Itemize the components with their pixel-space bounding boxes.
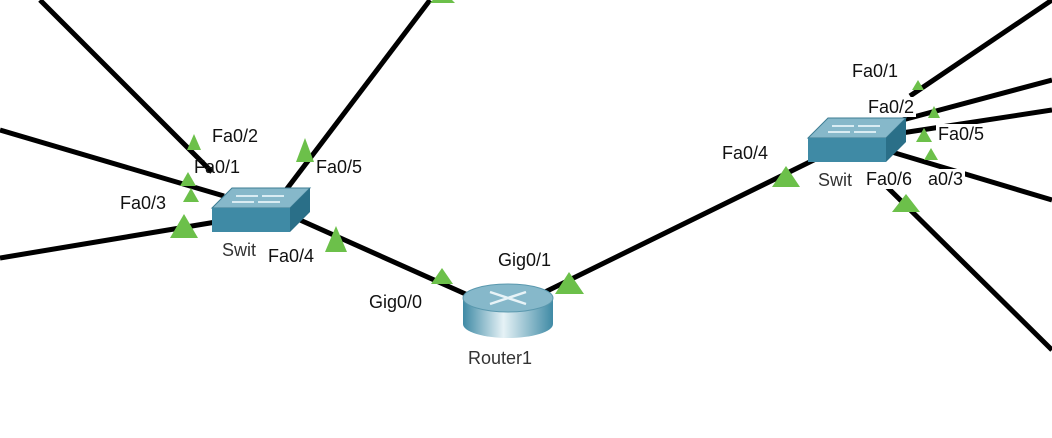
port-indicators bbox=[170, 0, 940, 294]
port-up-triangle bbox=[912, 80, 924, 90]
port-up-triangle bbox=[183, 188, 199, 202]
device-label-switch-left[interactable]: Swit bbox=[220, 240, 259, 260]
link-left-fa0-2[interactable] bbox=[38, 0, 214, 174]
port-label-right-fa0-4: Fa0/4 bbox=[722, 143, 769, 163]
port-up-triangle bbox=[892, 194, 920, 212]
port-up-triangle bbox=[924, 148, 938, 160]
port-label-router-gig0-0: Gig0/0 bbox=[369, 292, 423, 312]
device-label-switch-right[interactable]: Swit bbox=[816, 170, 855, 190]
port-label-left-fa0-4: Fa0/4 bbox=[266, 246, 317, 266]
port-label-right-fa0-5: Fa0/5 bbox=[936, 124, 987, 144]
device-label-router[interactable]: Router1 bbox=[468, 348, 533, 368]
port-label-left-fa0-1: Fa0/1 bbox=[194, 157, 241, 177]
switch-right-icon[interactable] bbox=[806, 117, 908, 162]
port-up-triangle bbox=[431, 268, 453, 284]
port-label-right-fa0-6: Fa0/6 bbox=[864, 169, 915, 189]
port-up-triangle bbox=[916, 128, 932, 142]
port-label-left-fa0-5: Fa0/5 bbox=[316, 157, 363, 177]
port-label-left-fa0-3: Fa0/3 bbox=[120, 193, 167, 213]
port-up-triangle bbox=[180, 172, 196, 186]
port-label-right-fa0-3: a0/3 bbox=[926, 169, 966, 189]
link-left-fa0-1[interactable] bbox=[0, 127, 225, 199]
port-up-triangle bbox=[325, 226, 347, 252]
port-label-router-gig0-1: Gig0/1 bbox=[498, 250, 552, 270]
port-up-triangle bbox=[555, 272, 584, 294]
port-up-triangle bbox=[772, 166, 800, 187]
port-label-left-fa0-2: Fa0/2 bbox=[212, 126, 259, 146]
link-right-fa0-3[interactable] bbox=[884, 147, 1052, 203]
router-icon[interactable] bbox=[462, 283, 554, 338]
port-up-triangle bbox=[296, 138, 314, 162]
port-label-right-fa0-1: Fa0/1 bbox=[852, 61, 899, 81]
link-right-fa0-2[interactable] bbox=[879, 77, 1052, 129]
link-right-fa0-5[interactable] bbox=[894, 107, 1052, 137]
link-right-fa0-1[interactable] bbox=[908, 0, 1052, 99]
port-up-triangle bbox=[430, 0, 455, 3]
links bbox=[0, 0, 1052, 352]
switch-left-icon[interactable] bbox=[210, 187, 312, 232]
port-up-triangle bbox=[187, 134, 201, 150]
port-up-triangle bbox=[170, 214, 198, 238]
port-label-right-fa0-2: Fa0/2 bbox=[866, 97, 917, 117]
link-left-router[interactable] bbox=[298, 217, 472, 299]
port-up-triangle bbox=[928, 106, 940, 118]
